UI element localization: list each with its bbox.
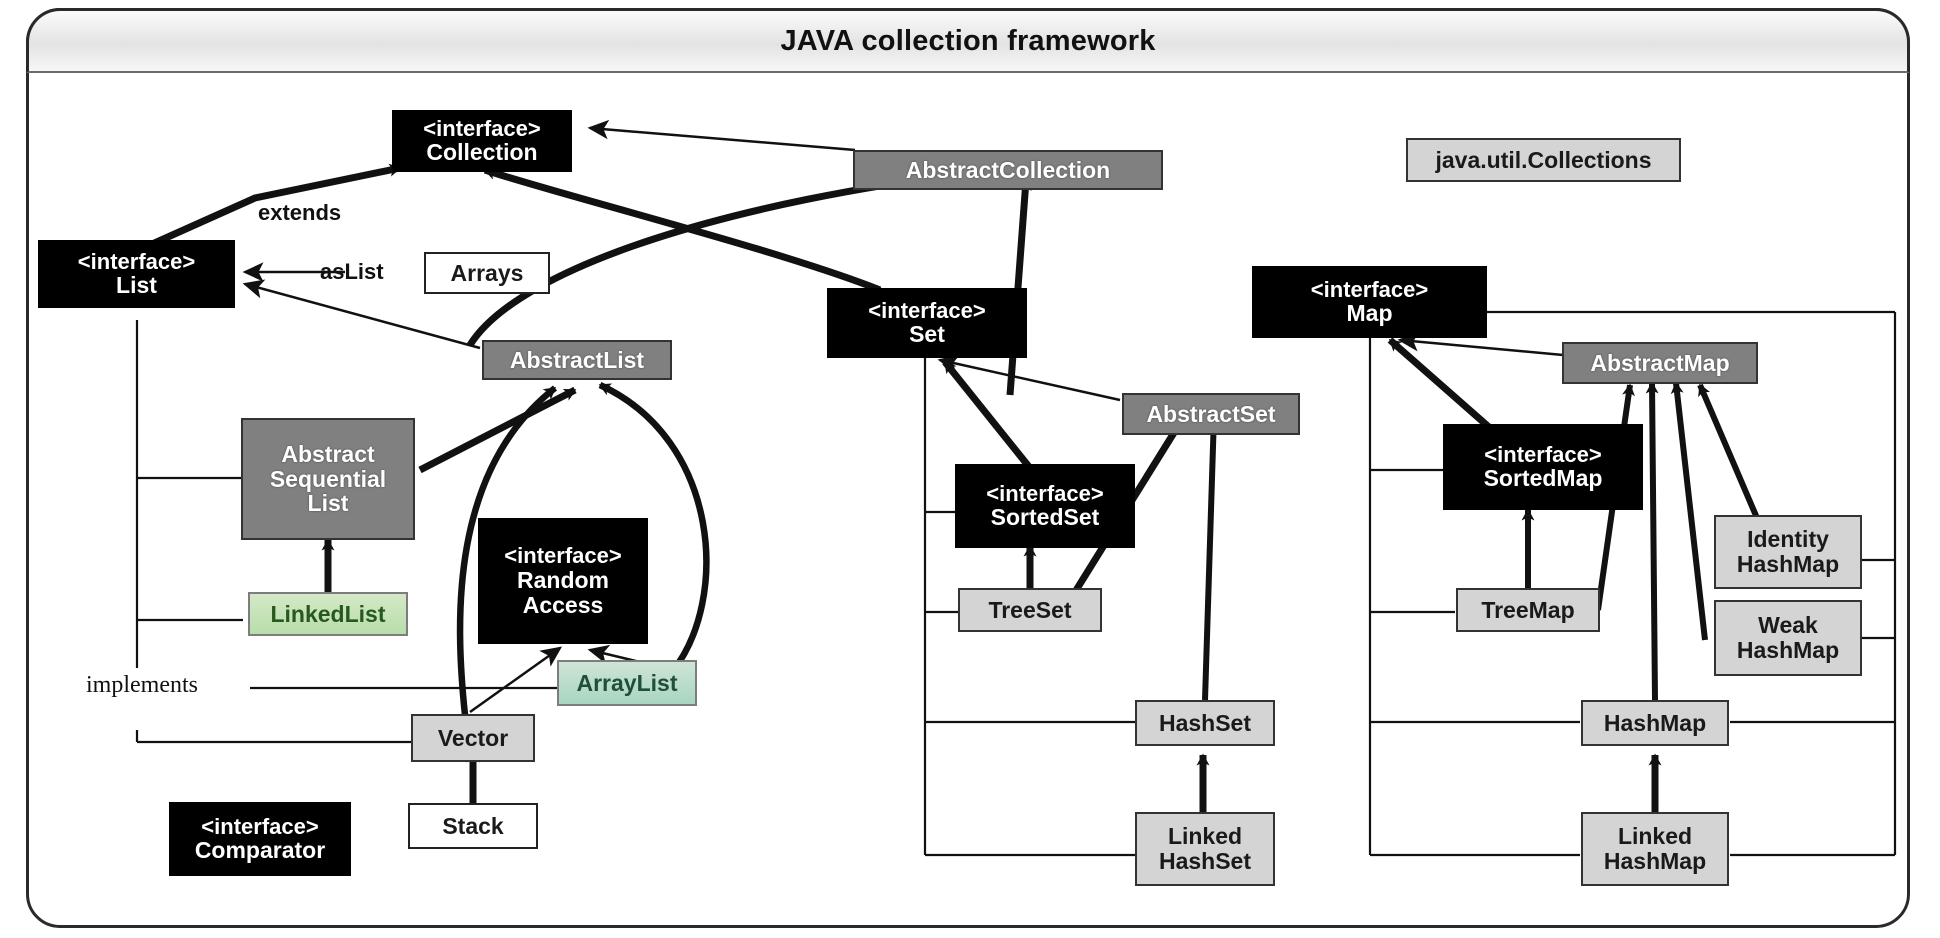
node-label: HashMap: [1603, 709, 1707, 736]
node-list[interactable]: <interface> List: [38, 240, 235, 308]
node-abstract-set[interactable]: AbstractSet: [1122, 393, 1300, 435]
edge-label-implements: implements: [86, 672, 198, 698]
node-label: Arrays: [450, 259, 524, 286]
node-abstract-sequential-list[interactable]: Abstract Sequential List: [241, 418, 415, 540]
node-arrays[interactable]: Arrays: [424, 252, 550, 294]
node-label: Collection: [426, 139, 538, 166]
node-label: TreeMap: [1481, 596, 1575, 623]
interface-tag: <interface>: [1484, 441, 1602, 467]
node-linked-list[interactable]: LinkedList: [248, 592, 408, 636]
node-tree-set[interactable]: TreeSet: [958, 588, 1102, 632]
node-sorted-set[interactable]: <interface> SortedSet: [955, 464, 1135, 548]
node-map[interactable]: <interface> Map: [1252, 266, 1487, 338]
node-label: SortedSet: [990, 504, 1100, 531]
interface-tag: <interface>: [77, 248, 196, 274]
node-label-line1: Linked: [1167, 823, 1243, 850]
node-linked-hash-map[interactable]: Linked HashMap: [1581, 812, 1729, 886]
interface-tag: <interface>: [423, 115, 541, 141]
interface-tag: <interface>: [986, 480, 1104, 506]
node-sorted-map[interactable]: <interface> SortedMap: [1443, 424, 1643, 510]
node-label-line2: Access: [522, 591, 604, 618]
node-comparator[interactable]: <interface> Comparator: [169, 802, 351, 876]
node-label: LinkedList: [270, 600, 386, 627]
node-label: AbstractMap: [1590, 349, 1730, 376]
node-hash-map[interactable]: HashMap: [1581, 700, 1729, 746]
node-label: Set: [909, 321, 945, 348]
node-label-line1: Weak: [1758, 612, 1818, 639]
node-tree-map[interactable]: TreeMap: [1456, 588, 1600, 632]
node-label: SortedMap: [1483, 465, 1603, 492]
node-linked-hash-set[interactable]: Linked HashSet: [1135, 812, 1275, 886]
node-label-line2: HashMap: [1603, 848, 1707, 874]
node-label: TreeSet: [988, 596, 1072, 623]
interface-tag: <interface>: [868, 297, 986, 323]
node-abstract-map[interactable]: AbstractMap: [1562, 342, 1758, 384]
node-collection[interactable]: <interface> Collection: [392, 110, 572, 172]
node-label-line1: Identity: [1747, 526, 1829, 553]
node-label: Vector: [437, 724, 509, 751]
node-label-line1: Random: [517, 567, 609, 594]
node-java-util-collections[interactable]: java.util.Collections: [1406, 138, 1681, 182]
edge-label-extends: extends: [258, 200, 342, 225]
node-label-line2: HashMap: [1736, 551, 1840, 577]
node-label: AbstractCollection: [905, 156, 1111, 183]
node-label: Map: [1346, 300, 1393, 327]
interface-tag: <interface>: [201, 813, 319, 839]
node-label: AbstractList: [509, 346, 645, 373]
node-hash-set[interactable]: HashSet: [1135, 700, 1275, 746]
page-title: JAVA collection framework: [780, 24, 1156, 57]
node-label-line1: Abstract: [281, 440, 375, 467]
node-stack[interactable]: Stack: [408, 803, 538, 849]
node-label: HashSet: [1158, 709, 1252, 736]
node-label-line2: Sequential: [269, 465, 387, 492]
node-array-list[interactable]: ArrayList: [557, 660, 697, 706]
node-vector[interactable]: Vector: [411, 714, 535, 762]
node-label: AbstractSet: [1146, 400, 1276, 427]
node-set[interactable]: <interface> Set: [827, 288, 1027, 358]
node-label: Stack: [442, 812, 504, 839]
node-label-line3: List: [307, 490, 349, 517]
node-label: Comparator: [194, 837, 326, 864]
node-label: ArrayList: [576, 669, 678, 696]
node-random-access[interactable]: <interface> Random Access: [478, 518, 648, 644]
interface-tag: <interface>: [1310, 276, 1429, 302]
node-label-line2: HashSet: [1158, 848, 1252, 874]
node-label: java.util.Collections: [1435, 146, 1652, 173]
node-identity-hash-map[interactable]: Identity HashMap: [1714, 515, 1862, 589]
interface-tag: <interface>: [504, 543, 622, 569]
node-abstract-collection[interactable]: AbstractCollection: [853, 150, 1163, 190]
node-abstract-list[interactable]: AbstractList: [482, 340, 672, 380]
node-label-line2: HashMap: [1736, 637, 1840, 663]
node-label-line1: Linked: [1617, 823, 1693, 850]
node-label: List: [116, 272, 157, 299]
edge-label-aslist: asList: [320, 259, 384, 284]
node-weak-hash-map[interactable]: Weak HashMap: [1714, 600, 1862, 676]
window-titlebar: JAVA collection framework: [26, 8, 1910, 73]
